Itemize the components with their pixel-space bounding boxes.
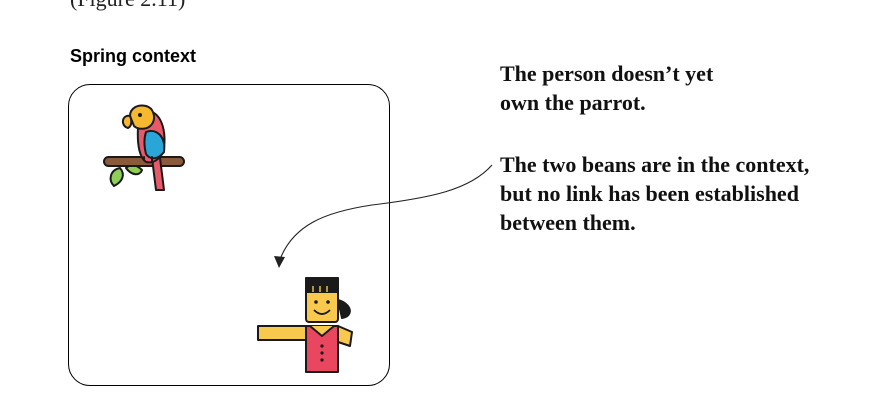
spring-context-box <box>68 84 390 386</box>
parrot-icon <box>103 104 185 191</box>
annotation-line: The two beans are in the context, <box>500 152 810 177</box>
annotation-line: The person doesn’t yet <box>500 61 714 86</box>
annotation-line: own the parrot. <box>500 90 646 115</box>
callout-arrow <box>274 164 493 268</box>
annotation-line: between them. <box>500 210 636 235</box>
person-icon <box>257 277 353 373</box>
annotation-line: but no link has been established <box>500 181 799 206</box>
caption-fragment: (Figure 2.11) <box>70 0 185 12</box>
annotation-ownership: The person doesn’t yet own the parrot. <box>500 59 713 117</box>
context-title: Spring context <box>70 46 197 66</box>
annotation-beans: The two beans are in the context, but no… <box>500 150 809 237</box>
